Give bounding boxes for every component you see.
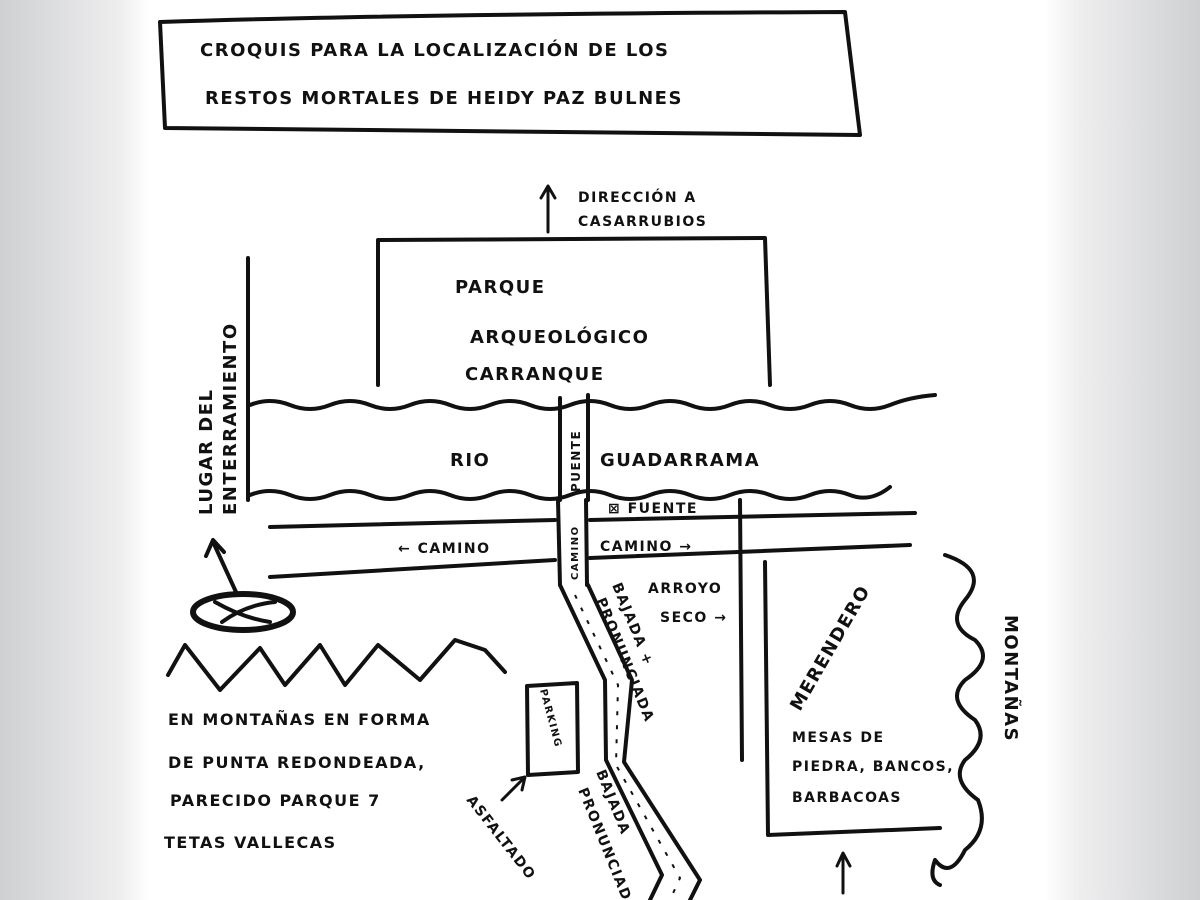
note-line-4: TETAS VALLECAS — [164, 833, 337, 852]
road-label-right: CAMINO → — [600, 539, 692, 555]
river-word-2: GUADARRAMA — [600, 450, 760, 471]
park-line-2: ARQUEOLÓGICO — [470, 326, 649, 348]
river-bank-south — [248, 485, 892, 501]
road-centerline — [574, 594, 682, 900]
note-line-1: EN MONTAÑAS EN FORMA — [168, 710, 431, 729]
mountains-label: MONTAÑAS — [1000, 615, 1023, 742]
river-word-1: RIO — [450, 450, 490, 471]
parking-box — [525, 681, 580, 777]
picnic-line-3: BARBACOAS — [792, 790, 902, 806]
mountains-left — [166, 638, 507, 692]
picnic-line-1: MESAS DE — [792, 730, 885, 746]
creek-line-1: ARROYO — [648, 581, 722, 597]
bridge-label: PUENTE — [569, 430, 583, 492]
picnic-area-boundary — [763, 560, 942, 837]
road-south-edge — [268, 543, 912, 579]
arrow-to-parking-icon — [500, 775, 527, 802]
park-boundary — [376, 236, 772, 387]
fountain-label: ⊠ FUENTE — [608, 501, 698, 517]
arrow-to-burial-icon — [204, 538, 238, 594]
descending-road-west — [558, 583, 664, 900]
title-box — [158, 10, 862, 137]
title-line-2: RESTOS MORTALES DE HEIDY PAZ BULNES — [205, 88, 683, 109]
road-label-left: ← CAMINO — [398, 541, 490, 557]
title-line-1: CROQUIS PARA LA LOCALIZACIÓN DE LOS — [200, 39, 669, 61]
park-line-1: PARQUE — [455, 277, 546, 298]
direction-line-1: DIRECCIÓN A — [578, 188, 697, 206]
note-line-3: PARECIDO PARQUE 7 — [170, 791, 381, 810]
river-bank-north — [248, 393, 937, 411]
road-north-edge — [268, 511, 917, 529]
creek-line-2: SECO → — [660, 610, 727, 626]
arrow-up-picnic-icon — [835, 851, 852, 895]
creek-line — [738, 498, 744, 762]
burial-line-2: ENTERRAMIENTO — [220, 322, 241, 515]
burial-marker-icon — [190, 591, 296, 633]
burial-marker-cross — [213, 600, 277, 624]
descending-road-east — [586, 583, 702, 900]
picnic-line-2: PIEDRA, BANCOS, — [792, 759, 954, 775]
arrow-up-icon — [539, 184, 557, 234]
picnic-name: MERENDERO — [786, 582, 875, 715]
vertical-road-label: CAMINO — [570, 525, 581, 580]
burial-line-1: LUGAR DEL — [196, 389, 217, 515]
mountains-right — [930, 553, 985, 887]
sketch-paper — [152, 0, 1045, 900]
direction-line-2: CASARRUBIOS — [578, 214, 707, 230]
park-line-3: CARRANQUE — [465, 364, 605, 385]
paved-label: ASFALTADO — [463, 793, 539, 884]
note-line-2: DE PUNTA REDONDEADA, — [168, 753, 426, 772]
bridge — [558, 393, 590, 502]
vertical-road — [556, 498, 589, 587]
parking-label: PARKING — [537, 688, 563, 749]
